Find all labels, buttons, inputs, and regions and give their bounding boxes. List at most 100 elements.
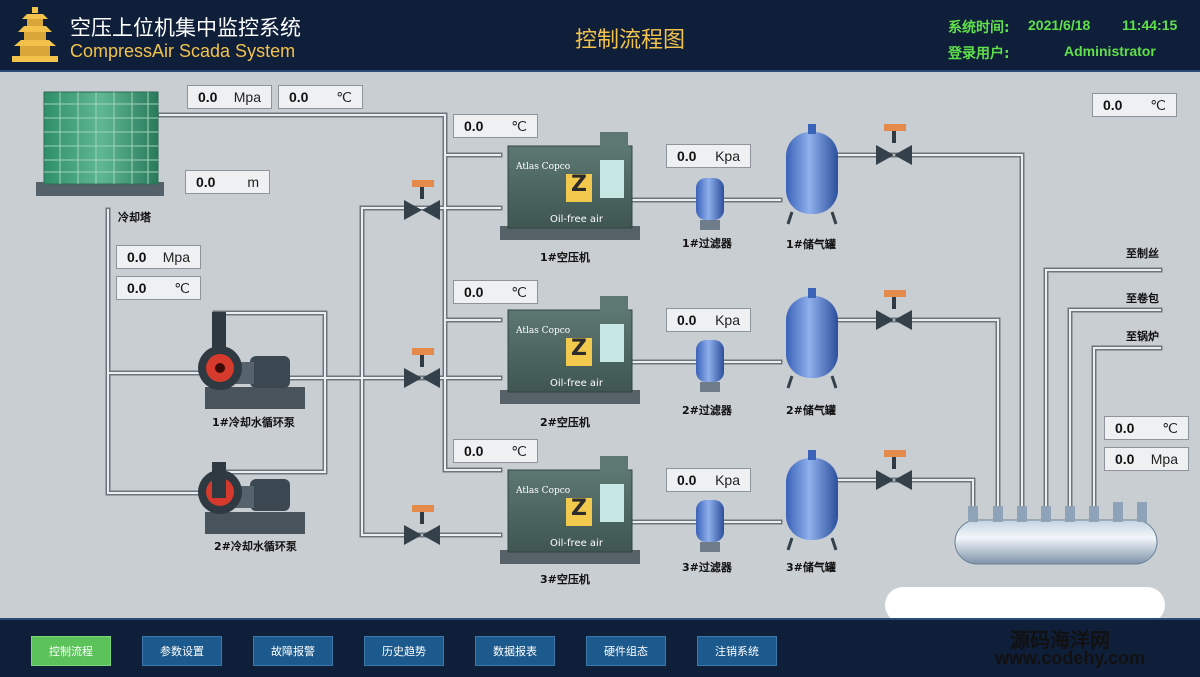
readout-value: 0.0 [464, 118, 484, 134]
tank1-label: 1#储气罐 [786, 238, 836, 251]
return-temp-readout: 0.0 ℃ [116, 276, 201, 300]
oil-free-label-2: Oil-free air [550, 378, 603, 389]
nav-control-flow-button[interactable]: 控制流程 [31, 636, 111, 666]
outlet-valve2-icon [876, 290, 912, 330]
outlet-valve3-icon [876, 450, 912, 490]
destination-label-2: 至卷包 [1126, 292, 1159, 305]
tank3-label: 3#储气罐 [786, 561, 836, 574]
page-title: 控制流程图 [574, 28, 685, 53]
readout-unit: ℃ [336, 89, 352, 105]
tank2-label: 2#储气罐 [786, 404, 836, 417]
brand-label-2: Atlas Copco [516, 326, 571, 336]
return-pressure-readout: 0.0 Mpa [116, 245, 201, 269]
tower-pressure-readout: 0.0 Mpa [187, 85, 272, 109]
inlet-valve1-icon [404, 180, 440, 220]
nav-hardware-config-button[interactable]: 硬件组态 [586, 636, 666, 666]
readout-value: 0.0 [127, 280, 147, 296]
brand-label-3: Atlas Copco [516, 486, 571, 496]
compressor3-label: 3#空压机 [540, 573, 590, 586]
readout-unit: ℃ [174, 280, 190, 296]
system-date: 2021/6/18 [1028, 17, 1091, 33]
filter1-pressure-readout: 0.0 Kpa [666, 144, 751, 168]
watermark-text-cn: 源码海洋网 [1010, 628, 1110, 652]
oil-free-label-3: Oil-free air [550, 538, 603, 549]
watermark-url: www.codehy.com [995, 648, 1146, 668]
readout-value: 0.0 [198, 89, 218, 105]
nav-history-trend-button[interactable]: 历史趋势 [364, 636, 444, 666]
cooling-tower-icon [36, 91, 164, 196]
brand-label-1: Atlas Copco [516, 162, 571, 172]
readout-unit: Mpa [1150, 451, 1178, 467]
filter3-label: 3#过滤器 [682, 561, 732, 574]
filter3-pressure-readout: 0.0 Kpa [666, 468, 751, 492]
system-time: 11:44:15 [1122, 17, 1178, 33]
readout-value: 0.0 [1115, 420, 1135, 436]
readout-unit: ℃ [1150, 97, 1166, 113]
oil-free-label-1: Oil-free air [550, 214, 603, 225]
readout-unit: ℃ [1162, 420, 1178, 436]
brand-mark-3: Z [571, 496, 587, 521]
readout-value: 0.0 [464, 443, 484, 459]
pump1-label: 1#冷却水循环泵 [212, 416, 295, 429]
nav-fault-alarm-button[interactable]: 故障报警 [253, 636, 333, 666]
brand-mark-2: Z [571, 336, 587, 361]
pagoda-logo-icon [12, 7, 58, 62]
compressor1-icon [500, 132, 640, 240]
readout-value: 0.0 [127, 249, 147, 265]
readout-value: 0.0 [1115, 451, 1135, 467]
tank3-icon [786, 450, 838, 551]
compressor2-icon [500, 296, 640, 404]
compressor2-label: 2#空压机 [540, 416, 590, 429]
header-pressure-readout: 0.0 Mpa [1104, 447, 1189, 471]
readout-value: 0.0 [464, 284, 484, 300]
cooling-tower-label: 冷却塔 [118, 211, 151, 224]
process-diagram: Atlas Copco Z Oil-free air Atlas Copco Z… [0, 72, 1200, 618]
pump2-icon [198, 462, 305, 534]
pipe-network [36, 91, 1163, 565]
readout-value: 0.0 [196, 174, 216, 190]
compressor1-label: 1#空压机 [540, 251, 590, 264]
filter2-label: 2#过滤器 [682, 404, 732, 417]
readout-value: 0.0 [1103, 97, 1123, 113]
filter2-pressure-readout: 0.0 Kpa [666, 308, 751, 332]
readout-unit: Kpa [715, 472, 740, 488]
inlet-valve2-icon [404, 348, 440, 388]
compressor2-temp-readout: 0.0 ℃ [453, 280, 538, 304]
login-user: Administrator [1064, 43, 1156, 59]
readout-unit: m [247, 174, 259, 190]
compressor3-temp-readout: 0.0 ℃ [453, 439, 538, 463]
outlet-temp-readout: 0.0 ℃ [1092, 93, 1177, 117]
compressor3-icon [500, 456, 640, 564]
readout-unit: Kpa [715, 148, 740, 164]
readout-unit: ℃ [511, 443, 527, 459]
tower-level-readout: 0.0 m [185, 170, 270, 194]
readout-unit: ℃ [511, 284, 527, 300]
pump1-icon [198, 312, 305, 409]
nav-data-report-button[interactable]: 数据报表 [475, 636, 555, 666]
air-header-icon [954, 502, 1158, 565]
readout-unit: Mpa [233, 89, 261, 105]
readout-value: 0.0 [677, 312, 697, 328]
readout-value: 0.0 [677, 472, 697, 488]
tower-temp-readout: 0.0 ℃ [278, 85, 363, 109]
readout-unit: Mpa [162, 249, 190, 265]
filter3-icon [696, 500, 724, 552]
destination-label-1: 至制丝 [1126, 247, 1159, 260]
outlet-valve1-icon [876, 124, 912, 165]
tank2-icon [786, 288, 838, 389]
nav-parameter-settings-button[interactable]: 参数设置 [142, 636, 222, 666]
compressor1-temp-readout: 0.0 ℃ [453, 114, 538, 138]
inlet-valve3-icon [404, 505, 440, 545]
destination-label-3: 至锅炉 [1126, 330, 1159, 343]
brand-mark-1: Z [571, 172, 587, 197]
tank1-icon [786, 124, 838, 225]
login-user-label: 登录用户: [948, 46, 1010, 62]
nav-logout-button[interactable]: 注销系统 [697, 636, 777, 666]
system-title-cn: 空压上位机集中监控系统 [70, 16, 301, 40]
readout-unit: ℃ [511, 118, 527, 134]
header-temp-readout: 0.0 ℃ [1104, 416, 1189, 440]
filter1-icon [696, 178, 724, 230]
filter1-label: 1#过滤器 [682, 237, 732, 250]
footer-nav: 控制流程 参数设置 故障报警 历史趋势 数据报表 硬件组态 注销系统 [0, 618, 1200, 677]
readout-value: 0.0 [289, 89, 309, 105]
